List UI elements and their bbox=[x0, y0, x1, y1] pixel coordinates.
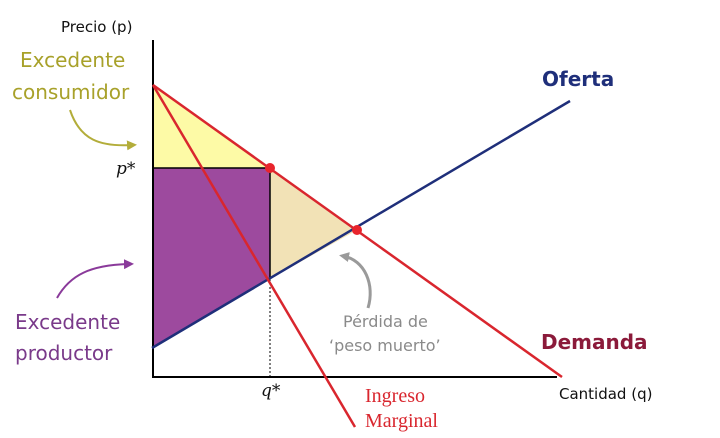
monopoly-point bbox=[265, 163, 275, 173]
deadweight-loss-label-line1: Pérdida de bbox=[343, 312, 428, 331]
q-star-label: q* bbox=[261, 381, 281, 401]
deadweight-loss-label-line2: ‘peso muerto’ bbox=[329, 336, 441, 355]
supply-curve bbox=[151, 99, 571, 350]
marginal-revenue-label-line2: Marginal bbox=[365, 410, 438, 432]
producer-surplus-label-line2: productor bbox=[15, 341, 113, 365]
p-star-label: p* bbox=[116, 159, 136, 179]
deadweight-loss-arrow bbox=[339, 252, 372, 309]
producer-surplus-arrow bbox=[56, 259, 134, 299]
producer-surplus-label-line1: Excedente bbox=[15, 310, 121, 334]
y-axis-label: Precio (p) bbox=[61, 18, 133, 36]
supply-label: Oferta bbox=[542, 67, 615, 91]
consumer-surplus-label-line1: Excedente bbox=[20, 48, 126, 72]
demand-label: Demanda bbox=[541, 330, 648, 354]
marginal-revenue-curve bbox=[151, 84, 357, 428]
producer-surplus-area bbox=[153, 168, 270, 347]
marginal-revenue-label-line1: Ingreso bbox=[365, 385, 425, 407]
deadweight-loss-area bbox=[270, 168, 357, 279]
x-axis-label: Cantidad (q) bbox=[559, 385, 653, 403]
competitive-equilibrium-point bbox=[352, 225, 362, 235]
consumer-surplus-label-line2: consumidor bbox=[12, 80, 130, 104]
consumer-surplus-arrow bbox=[69, 109, 137, 151]
